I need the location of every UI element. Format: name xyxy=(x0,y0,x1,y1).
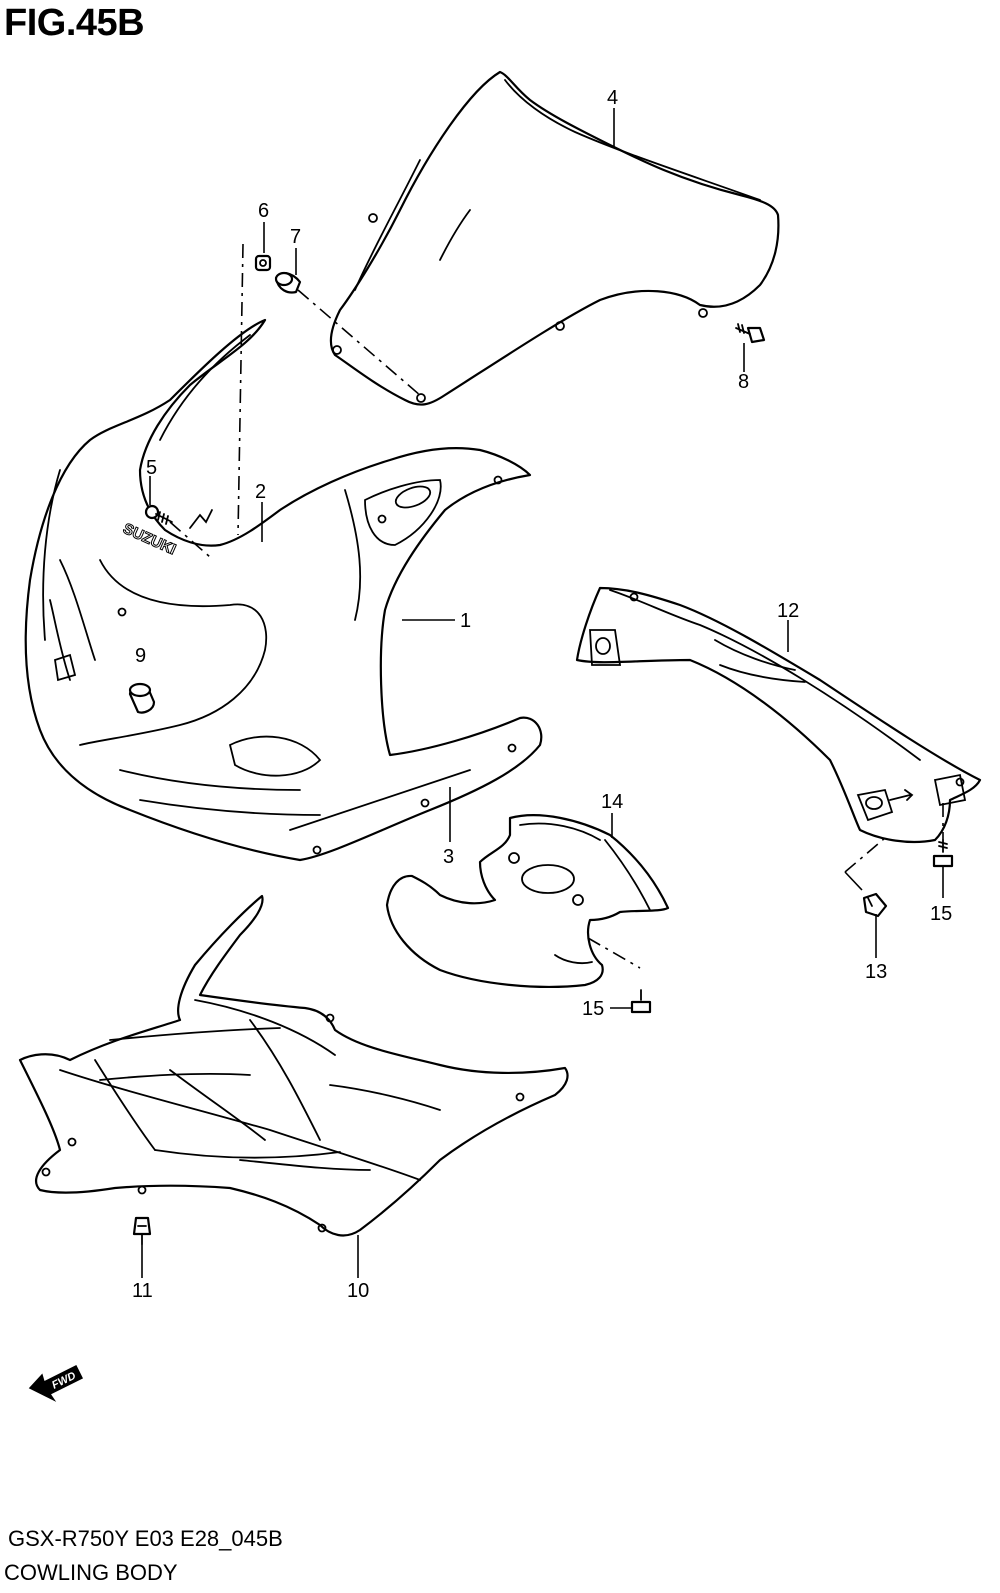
callout-15-lower: 15 xyxy=(582,998,604,1020)
bolt-part-15-right[interactable] xyxy=(932,839,954,868)
windscreen-part[interactable] xyxy=(329,70,780,406)
callout-2: 2 xyxy=(255,481,266,503)
grommet-part[interactable] xyxy=(128,682,156,714)
callout-12: 12 xyxy=(777,600,799,622)
spacer-part[interactable] xyxy=(274,271,302,294)
bolt-part-13[interactable] xyxy=(862,892,888,918)
callout-15-right: 15 xyxy=(930,903,952,925)
callout-8: 8 xyxy=(738,371,749,393)
callout-10: 10 xyxy=(347,1280,369,1302)
leader-lines xyxy=(141,108,944,1278)
callout-11: 11 xyxy=(132,1280,153,1302)
callout-13: 13 xyxy=(865,961,887,983)
nut-part[interactable] xyxy=(254,254,272,272)
screw-part-8[interactable] xyxy=(735,323,766,344)
inner-bracket-part[interactable] xyxy=(575,586,982,844)
callout-numbers: 1 2 3 4 5 6 7 8 9 10 11 12 13 14 15 15 xyxy=(132,87,952,1302)
callout-7: 7 xyxy=(290,226,301,248)
callout-6: 6 xyxy=(258,200,269,222)
svg-text:FWD: FWD xyxy=(50,1370,78,1392)
cowling-body-part[interactable]: SUZUKI xyxy=(24,318,543,862)
callout-1: 1 xyxy=(460,610,471,632)
under-cowling-part[interactable] xyxy=(18,894,569,1237)
inner-panel-part[interactable] xyxy=(385,814,670,988)
callout-14: 14 xyxy=(601,791,623,813)
forward-arrow-icon: FWD xyxy=(28,1364,84,1402)
model-code: GSX-R750Y E03 E28_045B xyxy=(8,1526,283,1551)
fastener-part-11[interactable] xyxy=(132,1216,152,1245)
section-name: COWLING BODY xyxy=(4,1560,178,1585)
callout-3: 3 xyxy=(443,846,454,868)
callout-9: 9 xyxy=(135,645,146,667)
callout-5: 5 xyxy=(146,457,157,479)
bolt-part-15-lower[interactable] xyxy=(630,989,652,1014)
callout-4: 4 xyxy=(607,87,618,109)
screw-part-5[interactable] xyxy=(144,504,173,525)
figure-title: FIG.45B xyxy=(4,2,145,44)
